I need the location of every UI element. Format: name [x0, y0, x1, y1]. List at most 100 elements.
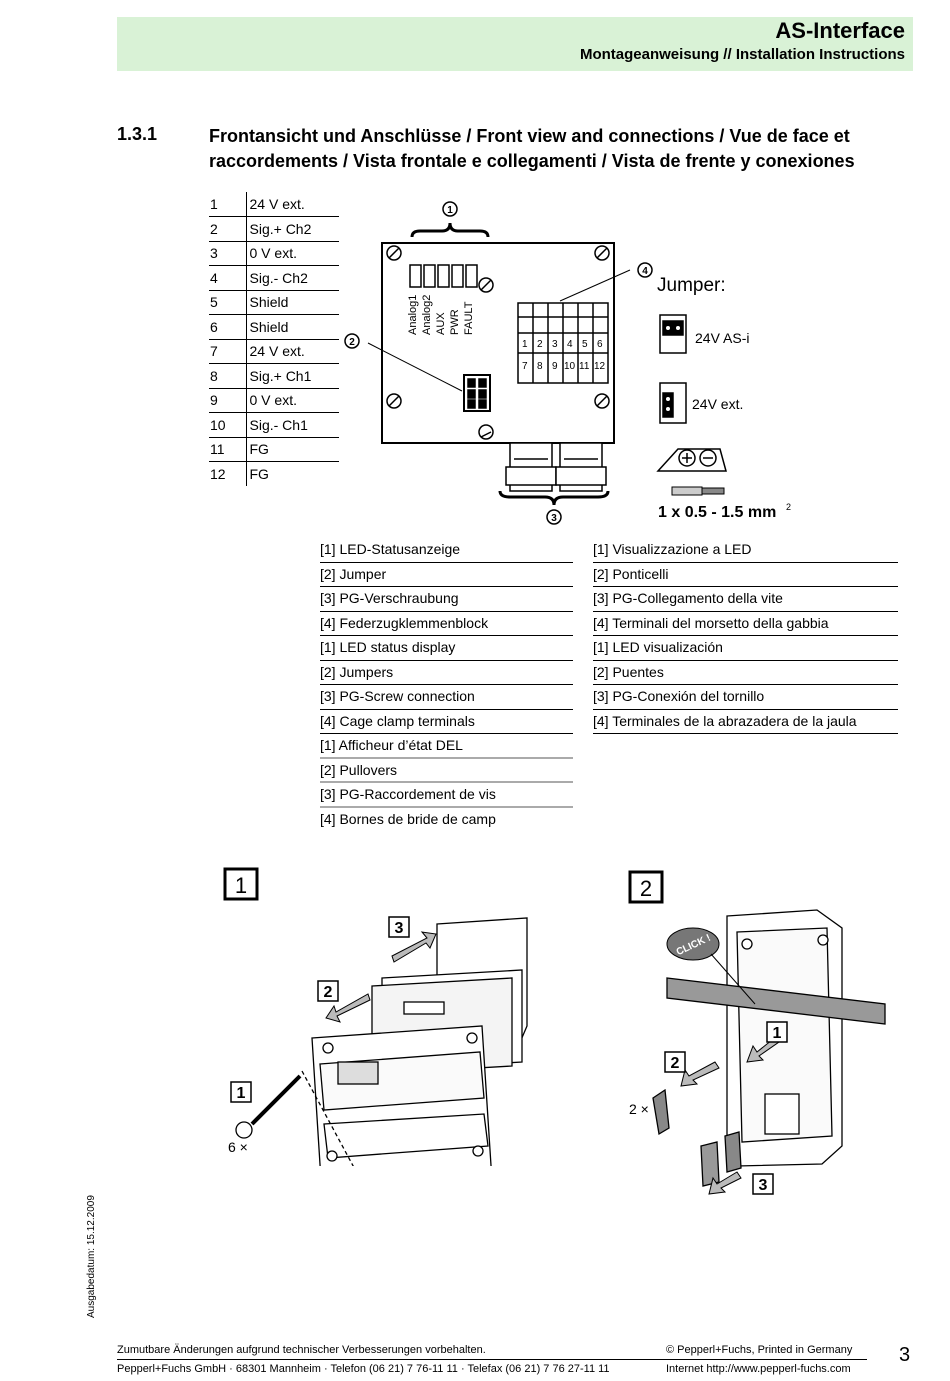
terminal-number: 12	[594, 361, 606, 372]
pin-signal: 0 V ext.	[246, 388, 339, 413]
jumper-as-i-label: 24V AS-i	[695, 330, 749, 346]
terminal-number: 1	[522, 339, 528, 350]
pin-signal: 0 V ext.	[246, 241, 339, 266]
callout-4: 4	[642, 266, 648, 277]
legend-item: [1] LED visualización	[593, 636, 898, 661]
terminal-number: 4	[567, 339, 573, 350]
terminal-number: 10	[564, 361, 576, 372]
header-band: AS-Interface Montageanweisung // Install…	[117, 17, 913, 71]
legend-item: [3] PG-Conexión del tornillo	[593, 685, 898, 710]
legend-item: [3] PG-Screw connection	[320, 685, 573, 710]
legend-item: [2] Puentes	[593, 661, 898, 685]
figure-1-step-1: 1	[237, 1085, 246, 1102]
figure-2-label: 2	[640, 876, 652, 901]
legend-left: [1] LED-Statusanzeige[2] Jumper[3] PG-Ve…	[320, 538, 573, 832]
legend-item: [4] Terminales de la abrazadera de la ja…	[593, 710, 898, 734]
terminal-polarity-icon	[656, 448, 727, 472]
figure-2-step-3: 3	[759, 1177, 768, 1194]
section-heading: Frontansicht und Anschlüsse / Front view…	[209, 126, 855, 171]
figure-1-step-2: 2	[324, 984, 333, 1001]
terminal-number: 5	[582, 339, 588, 350]
terminal-number: 3	[552, 339, 558, 350]
pin-number: 5	[209, 290, 247, 315]
footer-disclaimer: Zumutbare Änderungen aufgrund technische…	[117, 1344, 486, 1356]
figure-2-part-count: 2 ×	[629, 1101, 649, 1117]
figure-1-mounting: 1 3 2 1 6 ×	[223, 867, 528, 1166]
led-label-fault: FAULT	[463, 301, 475, 335]
jumper-title: Jumper:	[657, 275, 726, 296]
legend-right: [1] Visualizzazione a LED[2] Ponticelli[…	[593, 538, 898, 734]
figure-1-label: 1	[235, 873, 247, 898]
wire-ferrule-icon	[671, 486, 725, 496]
led-label-aux: AUX	[435, 312, 447, 335]
pin-number: 1	[209, 192, 247, 217]
footer-rule	[117, 1359, 867, 1360]
pin-number: 7	[209, 339, 247, 364]
callout-4-marker	[637, 262, 653, 278]
callout-2-marker	[344, 333, 360, 349]
legend-item: [3] PG-Verschraubung	[320, 587, 573, 612]
wire-size: 1 x 0.5 - 1.5 mm	[658, 504, 776, 521]
pin-number: 12	[209, 461, 247, 486]
pin-signal: FG	[246, 437, 339, 462]
header-title: AS-Interface	[775, 18, 905, 43]
callout-1: 1	[447, 205, 453, 216]
issue-date: Ausgabedatum: 15.12.2009	[86, 1195, 97, 1318]
figure-2-mounting: 2 CLICK ! 1 2 3 2 ×	[628, 870, 886, 1195]
led-label-analog1: Analog1	[407, 295, 419, 335]
page-number: 3	[899, 1344, 911, 1366]
callout-2: 2	[349, 337, 355, 348]
figure-1-screw-count: 6 ×	[228, 1139, 248, 1155]
callout-3-marker	[546, 509, 562, 525]
legend-item: [1] LED status display	[320, 636, 573, 661]
legend-item: [2] Pullovers	[320, 759, 573, 783]
pin-signal: Sig.+ Ch2	[246, 216, 339, 242]
callout-3: 3	[551, 513, 557, 524]
jumper-ext-label: 24V ext.	[692, 396, 743, 412]
legend-item: [2] Jumpers	[320, 661, 573, 685]
legend-item: [1] LED-Statusanzeige	[320, 538, 573, 563]
terminal-number: 6	[597, 339, 603, 350]
legend-item: [3] PG-Raccordement de vis	[320, 783, 573, 808]
pin-number: 4	[209, 265, 247, 291]
pin-number: 9	[209, 388, 247, 413]
terminal-number: 7	[522, 361, 528, 372]
footer-address: Pepperl+Fuchs GmbH · 68301 Mannheim · Te…	[117, 1363, 610, 1375]
led-label-pwr: PWR	[449, 309, 461, 335]
pin-signal: Sig.+ Ch1	[246, 363, 339, 389]
footer-copyright: © Pepperl+Fuchs, Printed in Germany	[666, 1344, 853, 1356]
legend-item: [4] Federzugklemmenblock	[320, 612, 573, 636]
figure-2-step-1: 1	[773, 1025, 782, 1042]
pin-number: 8	[209, 363, 247, 389]
callout-1-marker	[442, 201, 458, 217]
footer-web-link[interactable]: Internet http://www.pepperl-fuchs.com	[666, 1363, 851, 1375]
led-label-analog2: Analog2	[421, 295, 433, 335]
pin-signal: Sig.- Ch1	[246, 412, 339, 438]
pin-signal: FG	[249, 466, 269, 482]
pin-number: 3	[209, 241, 247, 266]
pin-signal: Shield	[246, 314, 339, 340]
terminal-number: 9	[552, 361, 558, 372]
section-number: 1.3.1	[117, 124, 158, 144]
legend-item: [2] Jumper	[320, 563, 573, 587]
header-subtitle: Montageanweisung // Installation Instruc…	[579, 46, 905, 63]
legend-item: [1] Afficheur d’état DEL	[320, 734, 573, 759]
legend-item: [2] Ponticelli	[593, 563, 898, 587]
pin-number: 6	[209, 314, 247, 340]
pin-number: 2	[209, 216, 247, 242]
terminal-number: 11	[579, 361, 590, 372]
legend-item: [4] Cage clamp terminals	[320, 710, 573, 734]
figure-1-step-3: 3	[395, 920, 404, 937]
pin-signal: Sig.- Ch2	[246, 265, 339, 291]
legend-item: [3] PG-Collegamento della vite	[593, 587, 898, 612]
legend-item: [4] Terminali del morsetto della gabbia	[593, 612, 898, 636]
